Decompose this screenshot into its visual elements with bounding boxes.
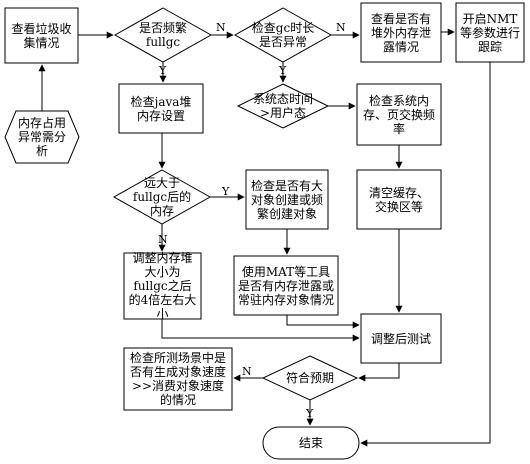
label-end: 结束 xyxy=(298,436,323,450)
label-big-obj: 检查是否有大对象创建或频繁创建对象 xyxy=(251,178,324,221)
node-scene-check xyxy=(123,347,233,411)
label-java-heap: 检查java堆内存设置 xyxy=(130,94,192,123)
label-clear-cache: 清空缓存、交换区等 xyxy=(368,185,429,214)
label-mem-analysis: 内存占用异常需分析 xyxy=(17,116,66,158)
label-gctime-decision: 检查gc时长是否异常 xyxy=(251,21,315,49)
label-check-gc: 查看垃圾收集情况 xyxy=(11,21,72,50)
label-scene-check: 检查所测场景中是否有生成对象速度>>消费对象速度的情况 xyxy=(129,351,226,407)
label-fullgc-decision: 是否频繁fullgc xyxy=(138,21,187,49)
edge-label-meets-y: Y xyxy=(306,407,314,420)
node-adjust-heap xyxy=(123,252,202,320)
node-mem-analysis xyxy=(4,110,80,164)
node-nmt xyxy=(455,2,525,63)
node-offheap xyxy=(360,2,442,63)
label-adjust-test: 调整后测试 xyxy=(370,331,431,346)
node-mat xyxy=(233,255,339,316)
label-offheap: 查看是否有堆外内存泄露情况 xyxy=(370,11,431,54)
edge-adjustheap-to-test xyxy=(161,319,360,342)
label-sys-user: 系统态时间>用户态 xyxy=(252,92,313,120)
edge-label-gctime-y: Y xyxy=(279,64,287,77)
label-sys-mem: 检查系统内存、页交换频率 xyxy=(363,93,436,136)
node-adjust-test xyxy=(360,313,442,364)
edge-label-meets-n: N xyxy=(242,365,252,378)
node-clear-cache xyxy=(356,169,442,230)
edge-label-fullgc-y: Y xyxy=(159,64,167,77)
edge-label-fargt-y: Y xyxy=(222,185,230,198)
edge-mat-to-test xyxy=(286,315,360,329)
node-sys-mem xyxy=(356,83,442,146)
edge-label-fullgc-n: N xyxy=(216,21,226,34)
label-mat: 使用MAT等工具是否有内存泄露或常驻内存对象情况 xyxy=(238,264,335,307)
node-end xyxy=(262,426,360,460)
edge-label-gctime-n: N xyxy=(336,21,346,34)
node-check-gc xyxy=(4,7,79,64)
label-nmt: 开启NMT等参数进行跟踪 xyxy=(460,11,521,54)
node-sys-user xyxy=(236,83,330,129)
label-fargt-decision: 远大于fullgc后的内存 xyxy=(132,176,192,218)
edge-label-fargt-n: N xyxy=(158,233,168,246)
edge-test-to-meets xyxy=(358,363,400,382)
label-meets-decision: 符合预期 xyxy=(285,371,334,385)
node-java-heap xyxy=(118,83,204,134)
edge-nmt-to-end xyxy=(360,62,491,447)
node-big-obj xyxy=(245,169,329,230)
label-adjust-heap: 调整内存堆大小为fullgc之后的4倍左右大小 xyxy=(128,251,197,321)
